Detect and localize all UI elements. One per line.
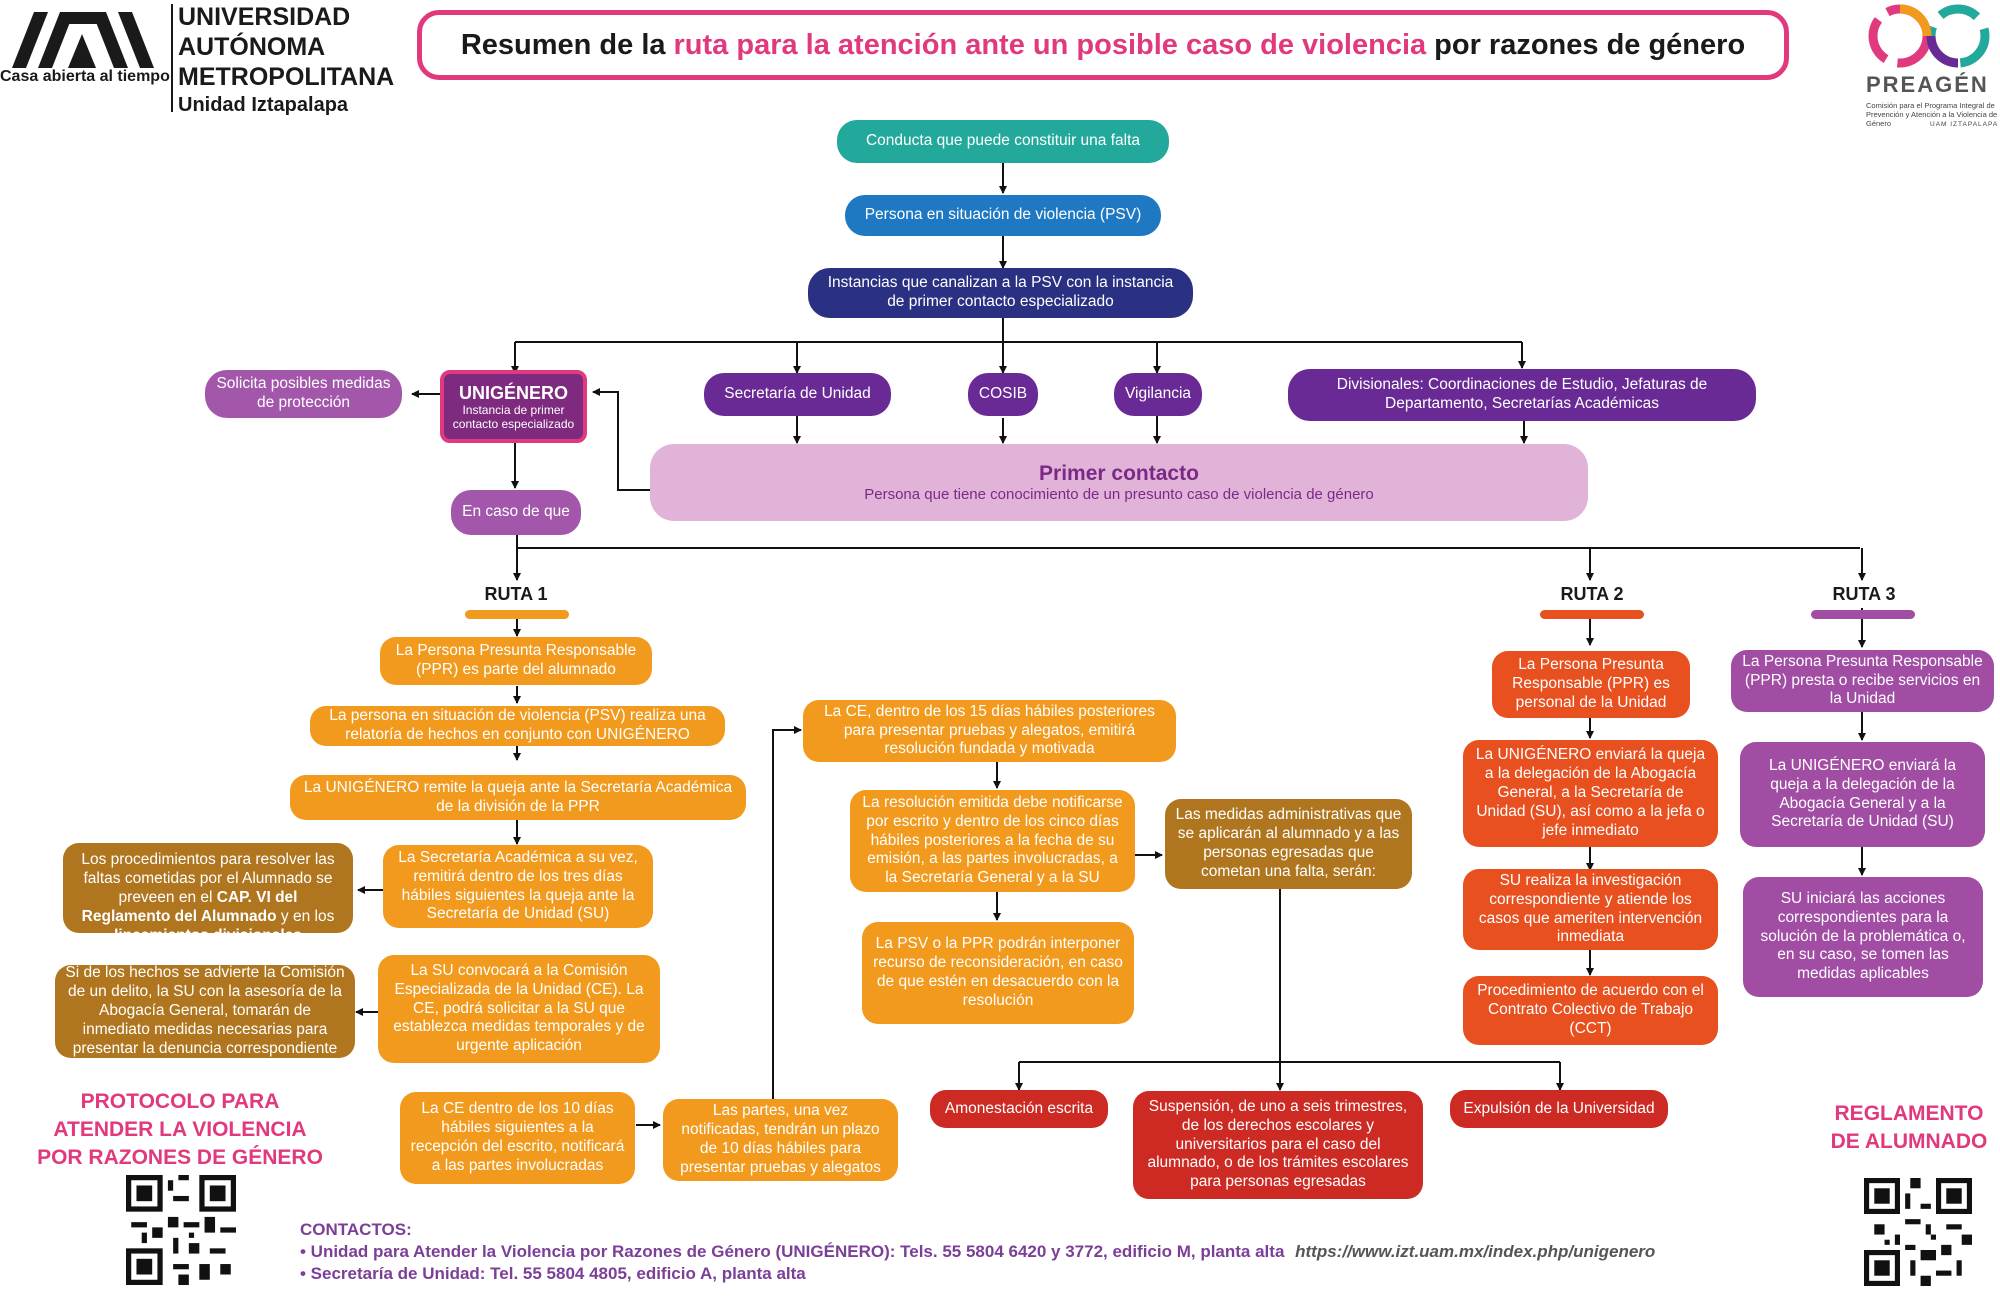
ruta1-step-1: La Persona Presunta Responsable (PPR) es… (380, 637, 652, 685)
ruta1-bar (465, 610, 569, 619)
ruta1-step-7: Las partes, una vez notificadas, tendrán… (663, 1099, 898, 1181)
node-cosib: COSIB (968, 373, 1038, 416)
contacto-secretaria: • Secretaría de Unidad: Tel. 55 5804 480… (300, 1264, 806, 1283)
node-conducta: Conducta que puede constituir una falta (837, 120, 1169, 163)
ruta3-step-2: La UNIGÉNERO enviará la queja a la deleg… (1740, 742, 1985, 847)
ruta1-step-3: La UNIGÉNERO remite la queja ante la Sec… (290, 775, 746, 820)
uam-name: UNIVERSIDAD AUTÓNOMA METROPOLITANA Unida… (178, 2, 394, 118)
ruta2-step-2: La UNIGÉNERO enviará la queja a la deleg… (1463, 740, 1718, 847)
ruta1-title: RUTA 1 (484, 584, 548, 604)
ruta3-step-3: SU iniciará las acciones correspondiente… (1743, 877, 1983, 997)
ruta1-step-6: La CE dentro de los 10 días hábiles sigu… (400, 1092, 635, 1184)
ruta1-step-10: La PSV o la PPR podrán interponer recurs… (862, 922, 1134, 1024)
ruta3-title: RUTA 3 (1832, 584, 1896, 604)
sancion-suspension: Suspensión, de uno a seis trimestres, de… (1133, 1091, 1423, 1199)
node-primer-contacto: Primer contacto Persona que tiene conoci… (650, 444, 1588, 521)
side-proc-b: CAP. VI del Reglamento del Alumnado (81, 888, 298, 925)
uam-line2: AUTÓNOMA (178, 33, 326, 61)
contacto1-text: • Unidad para Atender la Violencia por R… (300, 1242, 1285, 1261)
node-instancias: Instancias que canalizan a la PSV con la… (808, 268, 1193, 318)
uam-divider (171, 4, 173, 112)
ruta1-step-5: La SU convocará a la Comisión Especializ… (378, 955, 660, 1063)
node-secretaria-unidad: Secretaría de Unidad (704, 373, 891, 416)
preagen-caption: Comisión para el Programa Integral de Pr… (1866, 101, 1998, 128)
reglamento-qr-code (1864, 1178, 1972, 1286)
unigenero-title: UNIGÉNERO (458, 382, 568, 403)
preagen-sub: UAM IZTAPALAPA (1930, 121, 1999, 128)
node-medidas-proteccion: Solicita posibles medidas de protección (205, 370, 402, 418)
node-psv: Persona en situación de violencia (PSV) (845, 195, 1161, 236)
primer-contacto-sub: Persona que tiene conocimiento de un pre… (864, 486, 1374, 504)
page-title: Resumen de la ruta para la atención ante… (417, 10, 1789, 80)
ruta1-medidas-administrativas: Las medidas administrativas que se aplic… (1165, 799, 1412, 889)
uam-line1: UNIVERSIDAD (178, 3, 351, 31)
side-proc-a: Los procedimientos para resolver las fal… (81, 851, 335, 906)
ruta1-step-9: La resolución emitida debe notificarse p… (850, 790, 1135, 892)
side-delito: Si de los hechos se advierte la Comisión… (55, 964, 355, 1058)
title-highlight: ruta para la atención ante un posible ca… (673, 28, 1427, 61)
primer-contacto-title: Primer contacto (1039, 461, 1199, 485)
contacto1-url[interactable]: https://www.izt.uam.mx/index.php/unigene… (1295, 1242, 1656, 1261)
contacto-unigenero: • Unidad para Atender la Violencia por R… (300, 1242, 1655, 1262)
side-procedimientos: Los procedimientos para resolver las fal… (63, 843, 353, 944)
side-proc-c: y en los (276, 907, 335, 925)
reglamento-label: REGLAMENTO DE ALUMNADO (1830, 1102, 1988, 1153)
title-part1: Resumen de la (460, 28, 666, 61)
sancion-amonestacion: Amonestación escrita (930, 1090, 1108, 1128)
ruta2-title: RUTA 2 (1560, 584, 1624, 604)
ruta3-step-1: La Persona Presunta Responsable (PPR) pr… (1731, 650, 1994, 712)
ruta1-step-8: La CE, dentro de los 15 días hábiles pos… (803, 700, 1176, 762)
protocolo-label: PROTOCOLO PARA ATENDER LA VIOLENCIA POR … (37, 1090, 323, 1169)
ruta2-step-3: SU realiza la investigación correspondie… (1463, 869, 1718, 950)
ruta2-bar (1540, 610, 1644, 619)
ruta2-step-1: La Persona Presunta Responsable (PPR) es… (1492, 651, 1690, 718)
node-en-caso: En caso de que (451, 490, 581, 535)
node-divisionales: Divisionales: Coordinaciones de Estudio,… (1288, 369, 1756, 421)
protocolo-qr-code (126, 1175, 236, 1285)
ruta3-bar (1811, 610, 1915, 619)
unigenero-sub: Instancia de primer contacto especializa… (452, 402, 575, 431)
ruta1-step-4: La Secretaría Académica a su vez, remiti… (383, 845, 653, 928)
title-part2: por razones de género (1434, 28, 1746, 61)
ruta2-step-4: Procedimiento de acuerdo con el Contrato… (1463, 976, 1718, 1045)
preagen-logo (1860, 0, 2000, 72)
node-vigilancia: Vigilancia (1114, 373, 1202, 416)
contactos-title: CONTACTOS: (300, 1220, 412, 1239)
ruta1-step-2: La persona en situación de violencia (PS… (310, 706, 725, 746)
preagen-name: PREAGÉN (1866, 72, 1989, 97)
uam-logo (8, 6, 168, 68)
node-unigenero: UNIGÉNERO Instancia de primer contacto e… (440, 370, 587, 443)
sancion-expulsion: Expulsión de la Universidad (1450, 1090, 1668, 1128)
uam-slogan: Casa abierta al tiempo (0, 68, 170, 85)
side-proc-d: lineamientos divisionales (114, 926, 302, 944)
uam-line3: METROPOLITANA (178, 63, 395, 91)
uam-line4: Unidad Iztapalapa (178, 94, 349, 116)
